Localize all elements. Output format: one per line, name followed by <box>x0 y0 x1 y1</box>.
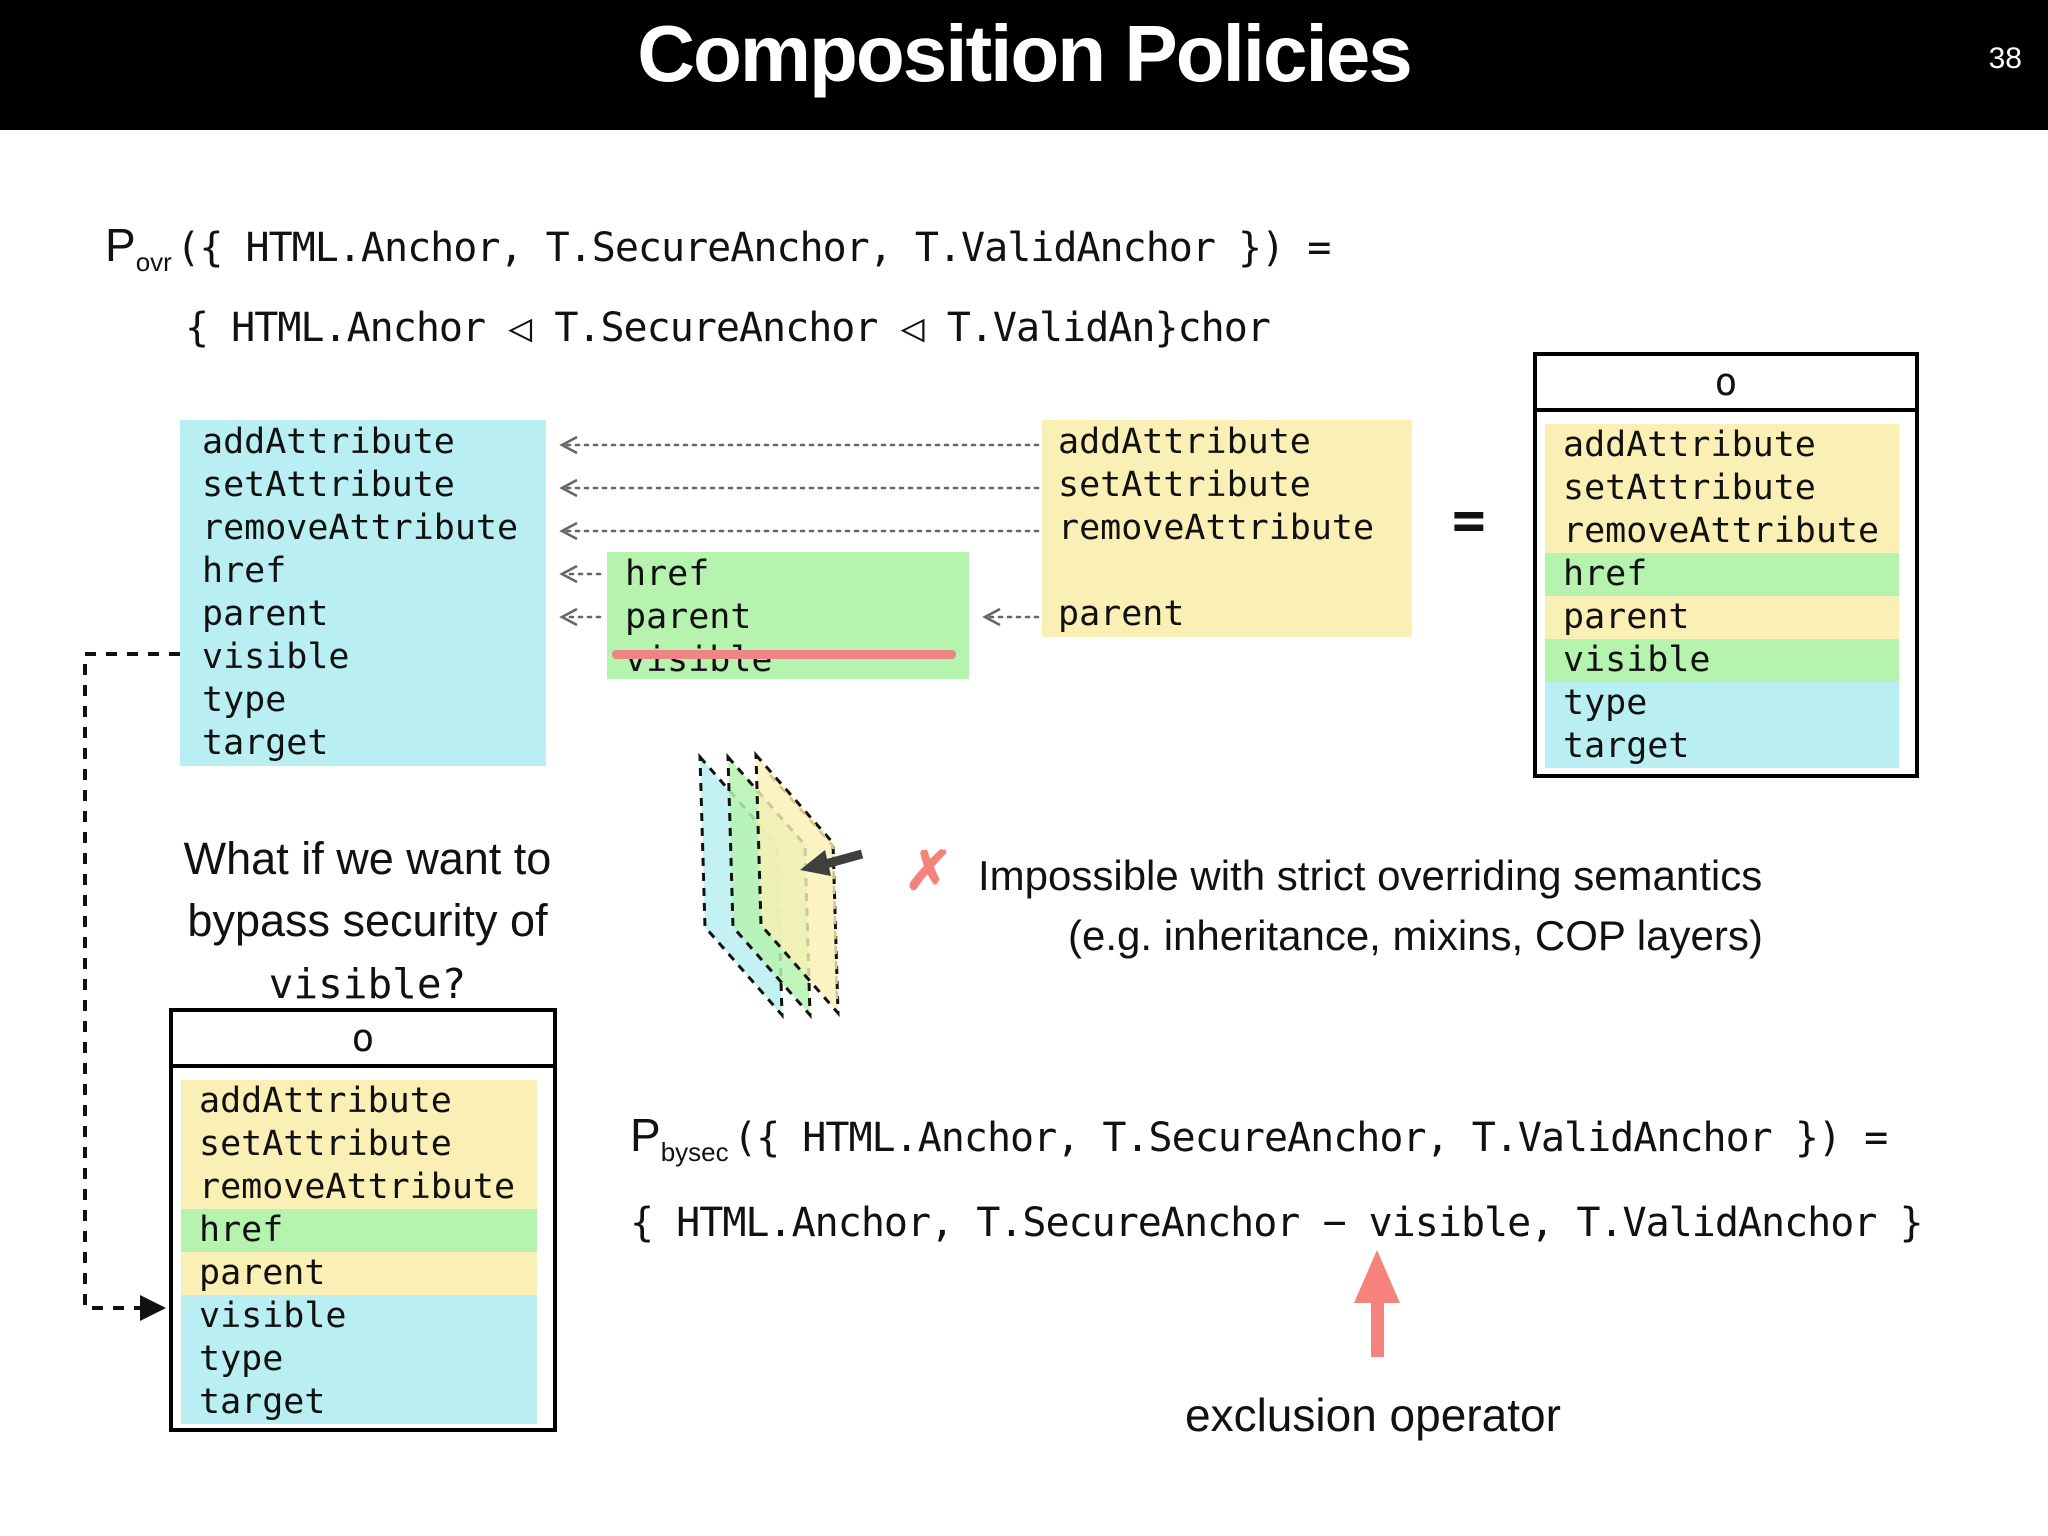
formula-povr-line1: Povr ({ HTML.Anchor, T.SecureAnchor, T.V… <box>105 218 1331 278</box>
equals-sign: = <box>1452 488 1486 553</box>
title-bar: Composition Policies 38 <box>0 0 2048 130</box>
attribute-row: href <box>181 1209 537 1252</box>
attribute-row: target <box>181 1381 537 1424</box>
attribute-row: parent <box>181 1252 537 1295</box>
attribute-row: removeAttribute <box>1545 510 1899 553</box>
exclusion-operator-label: exclusion operator <box>1185 1389 1561 1441</box>
attribute-row: parent <box>1058 594 1185 634</box>
impossible-text-line2: (e.g. inheritance, mixins, COP layers) <box>1068 912 1763 959</box>
exclusion-arrow <box>1354 1250 1400 1357</box>
attribute-row: addAttribute <box>1545 424 1899 467</box>
attribute-row: href <box>202 551 287 591</box>
formula-povr-args: ({ HTML.Anchor, T.SecureAnchor, T.ValidA… <box>176 225 1331 271</box>
attribute-row: setAttribute <box>202 465 455 505</box>
impossible-text-line1: Impossible with strict overriding semant… <box>978 852 1763 899</box>
attribute-row: type <box>181 1338 537 1381</box>
bypass-arrowhead <box>140 1295 166 1321</box>
attribute-row: target <box>202 723 329 763</box>
formula-pbysec-line1: Pbysec ({ HTML.Anchor, T.SecureAnchor, T… <box>630 1108 1888 1168</box>
formula-pbysec-args: ({ HTML.Anchor, T.SecureAnchor, T.ValidA… <box>733 1115 1888 1161</box>
attribute-row: addAttribute <box>1058 422 1311 462</box>
attribute-row: href <box>625 554 710 594</box>
attribute-row: removeAttribute <box>1058 508 1375 548</box>
layer-hidden-edge <box>769 774 839 1001</box>
attribute-row: type <box>1545 682 1899 725</box>
attribute-row: visible <box>202 637 350 677</box>
attribute-row: href <box>1545 553 1899 596</box>
layer-yellow <box>754 750 840 1018</box>
layer-stack <box>698 750 840 1020</box>
result-object-header: o <box>1537 356 1915 412</box>
attribute-row: target <box>1545 725 1899 768</box>
slide-page-number: 38 <box>1988 42 2022 75</box>
attribute-row: removeAttribute <box>202 508 519 548</box>
dotted-arrows <box>559 435 1040 627</box>
formula-povr-result: { HTML.Anchor ◁ T.SecureAnchor ◁ T.Valid… <box>185 305 1271 351</box>
formula-povr-line2: { HTML.Anchor ◁ T.SecureAnchor ◁ T.Valid… <box>185 305 1271 351</box>
attribute-row: setAttribute <box>181 1123 537 1166</box>
attribute-row: visible <box>181 1295 537 1338</box>
formula-pbysec-symbol: Pbysec <box>630 1109 729 1168</box>
attribute-row: setAttribute <box>1545 467 1899 510</box>
attribute-row: parent <box>625 597 752 637</box>
attribute-row: setAttribute <box>1058 465 1311 505</box>
attribute-row: visible <box>625 640 773 680</box>
visible-strikethrough-line <box>612 650 956 659</box>
result-object-header-bysec: o <box>173 1012 553 1068</box>
formula-pbysec-result: { HTML.Anchor, T.SecureAnchor − visible,… <box>630 1200 1924 1246</box>
dotted-arrowheads <box>559 435 1001 627</box>
question-line3: visible? <box>268 960 467 1008</box>
bypass-dashed-connector <box>83 652 180 1321</box>
formula-povr-symbol: Povr <box>105 219 172 278</box>
attribute-row: addAttribute <box>181 1080 537 1123</box>
attribute-row: parent <box>202 594 329 634</box>
question-text: What if we want to bypass security of vi… <box>125 828 610 1015</box>
formula-pbysec-line2: { HTML.Anchor, T.SecureAnchor − visible,… <box>630 1200 1924 1246</box>
attribute-row: removeAttribute <box>181 1166 537 1209</box>
question-line1: What if we want to <box>183 833 552 884</box>
attribute-row: visible <box>1545 639 1899 682</box>
slide-title: Composition Policies <box>637 9 1412 98</box>
layer-pointer-arrow <box>800 849 864 876</box>
attribute-row: addAttribute <box>202 422 455 462</box>
question-line2: bypass security of <box>187 895 548 946</box>
attribute-row: parent <box>1545 596 1899 639</box>
attribute-row: type <box>202 680 287 720</box>
